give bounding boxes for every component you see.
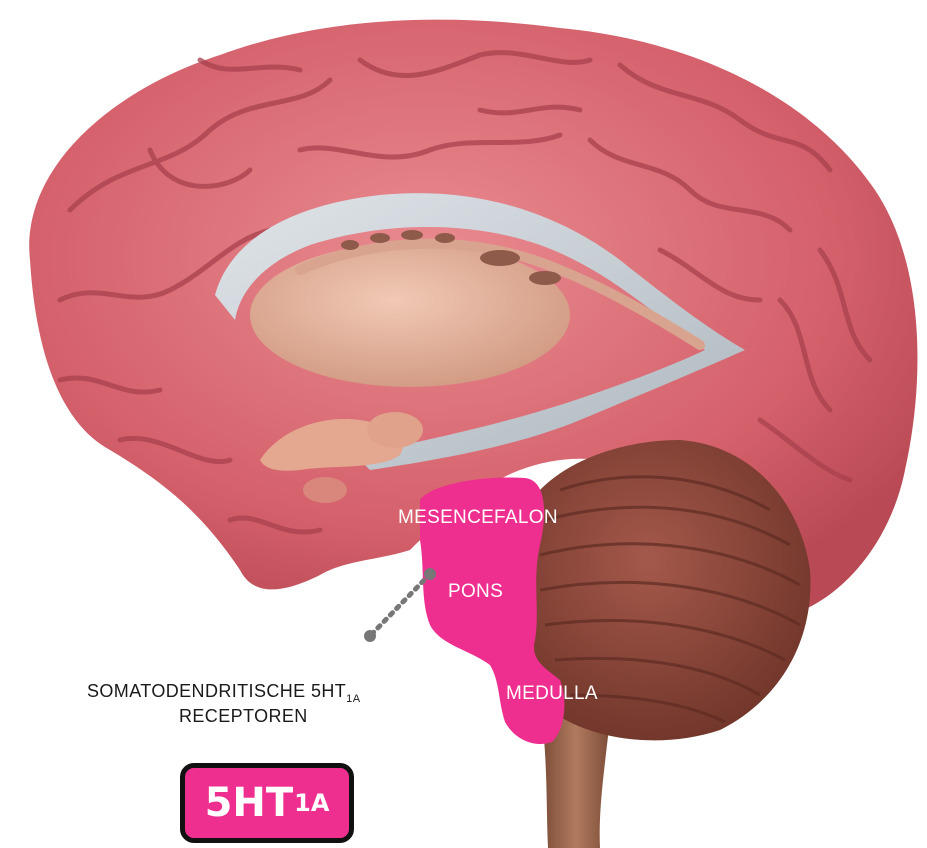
label-medulla: MEDULLA — [506, 683, 598, 704]
pituitary — [303, 477, 347, 503]
label-mesencephalon: MESENCEFALON — [398, 507, 558, 528]
callout-dot-end — [364, 630, 376, 642]
pineal — [367, 412, 423, 448]
callout-leader-line — [370, 574, 430, 636]
callout-dot-start — [424, 568, 436, 580]
badge-subscript: 1A — [294, 789, 329, 817]
callout-label-line2: RECEPTOREN — [179, 706, 308, 726]
thalamus — [250, 243, 570, 387]
badge-main-text: 5HT — [205, 780, 294, 826]
label-pons: PONS — [448, 581, 503, 602]
callout-label-line1: SOMATODENDRITISCHE 5HT1A — [87, 681, 361, 705]
